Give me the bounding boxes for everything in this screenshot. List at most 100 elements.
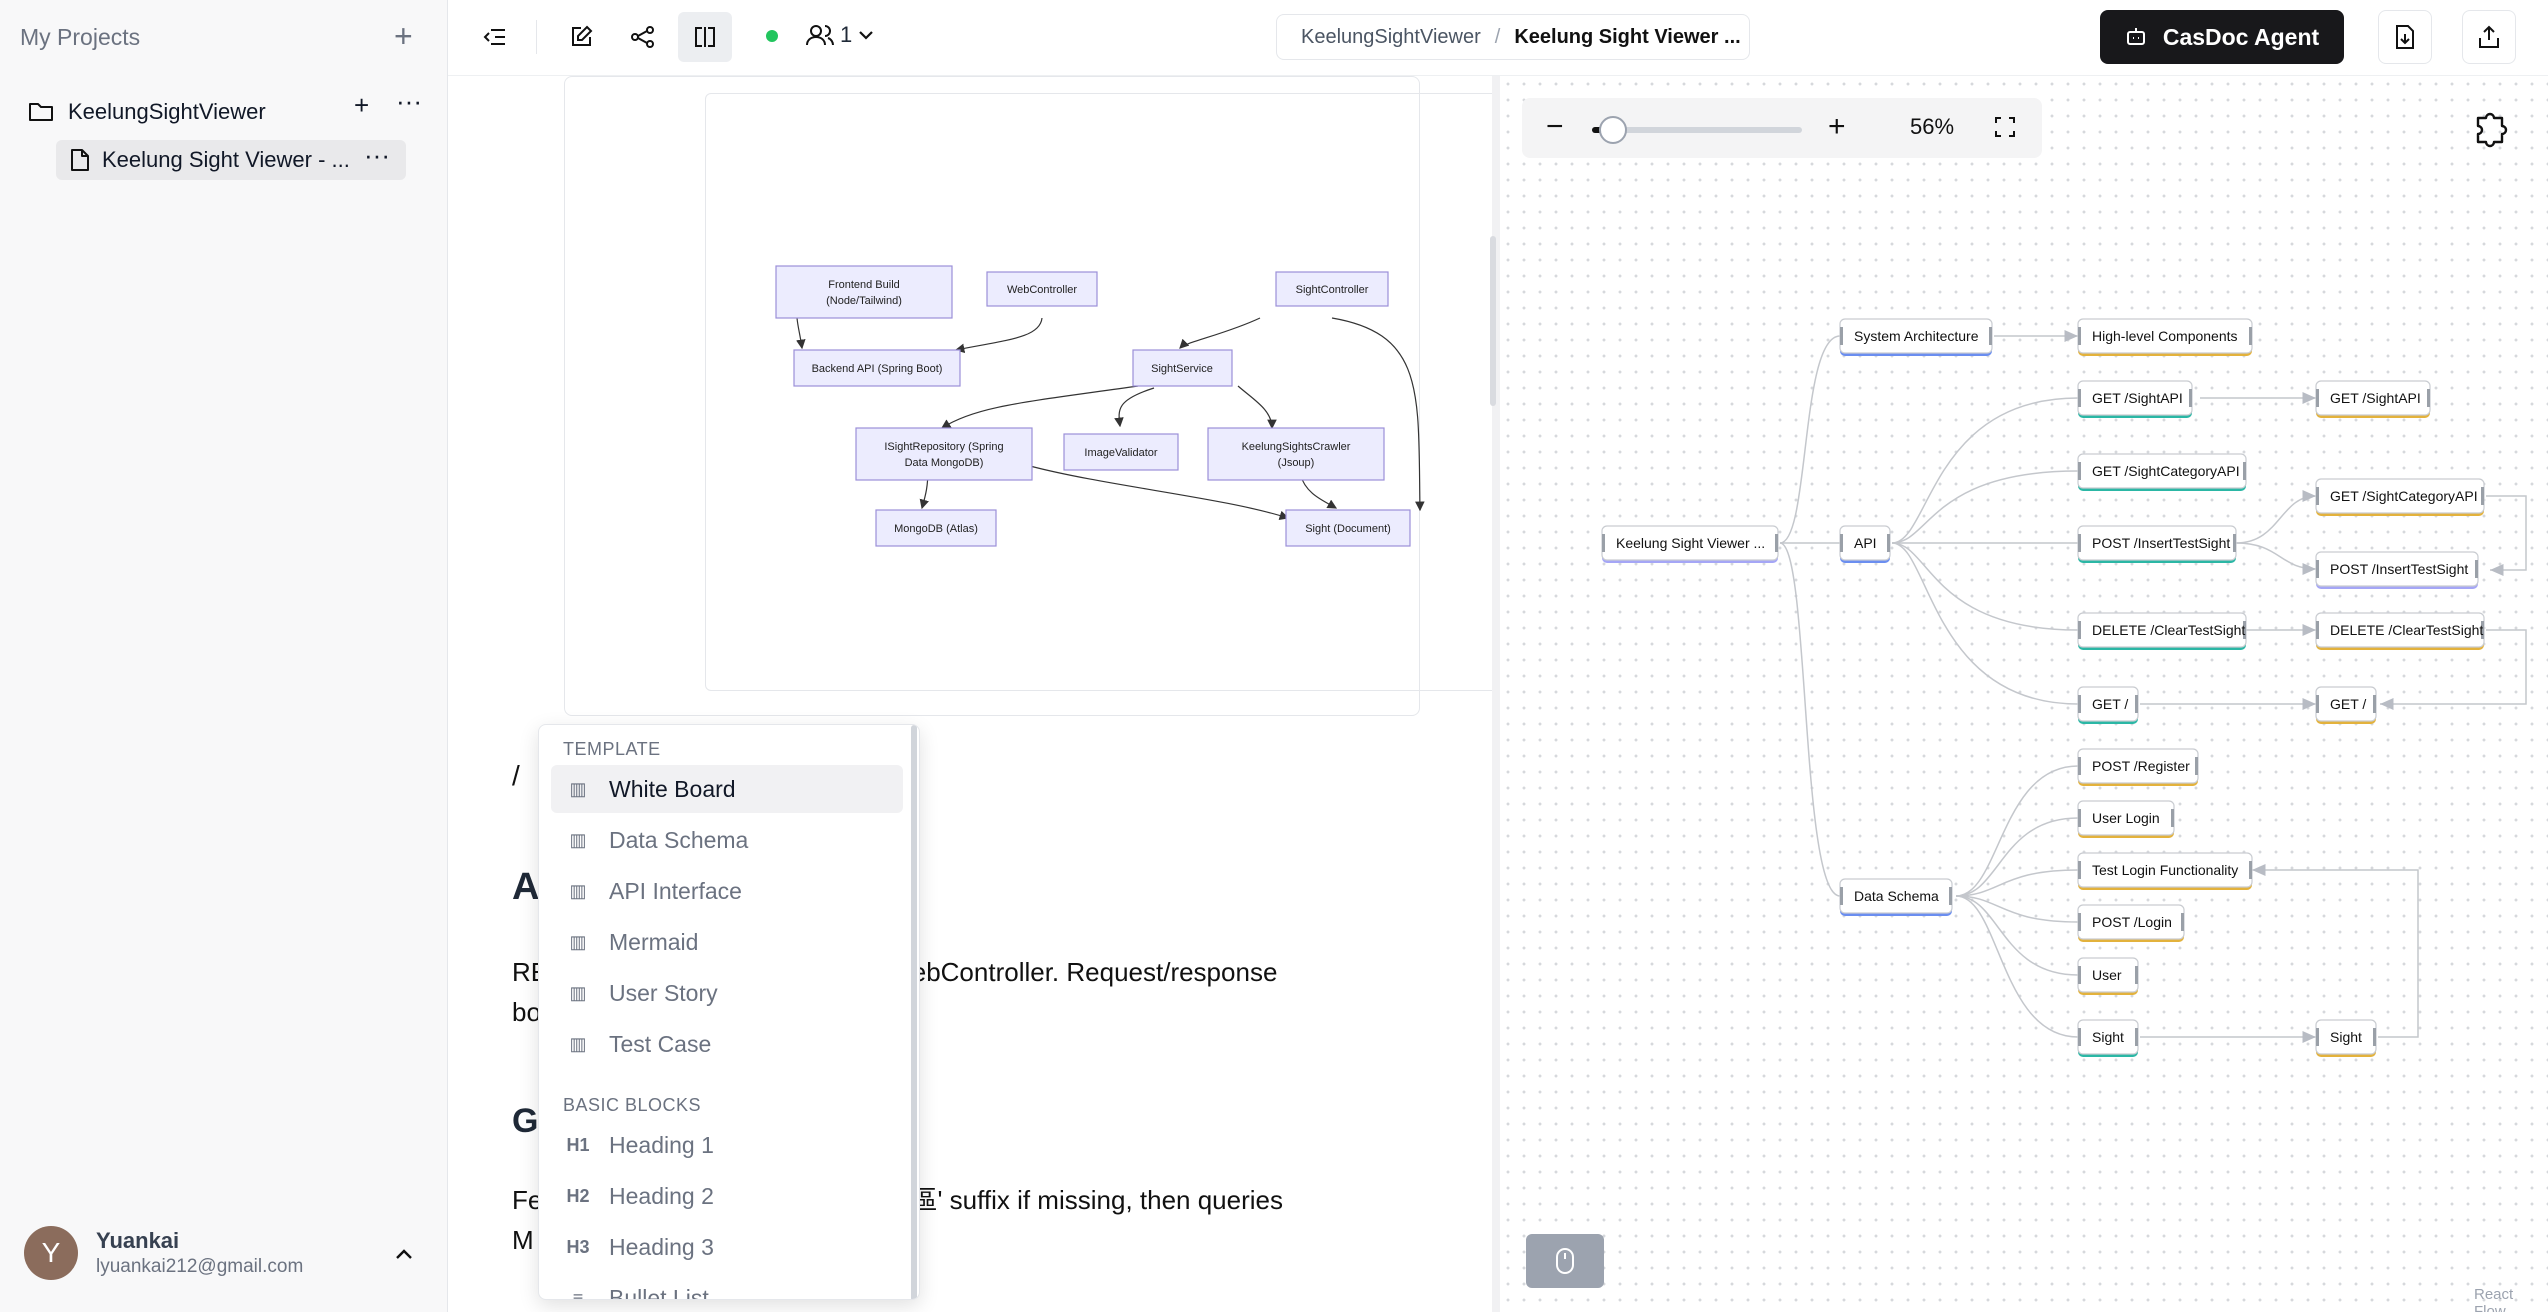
export-button[interactable]: [2378, 10, 2432, 64]
flow-node-handle-left[interactable]: [2078, 1028, 2081, 1046]
flow-node-handle-left[interactable]: [2316, 621, 2319, 639]
share-button[interactable]: [2462, 10, 2516, 64]
editor-scrollbar[interactable]: [1490, 236, 1496, 406]
flow-node-handle-right[interactable]: [2427, 389, 2430, 407]
flow-node-dataschema[interactable]: Data Schema: [1839, 878, 1953, 916]
flow-node-get-catapi[interactable]: GET /SightCategoryAPI: [2077, 453, 2247, 491]
chevron-up-icon[interactable]: [394, 1240, 414, 1268]
flow-canvas[interactable]: − + 56%: [1500, 76, 2548, 1312]
flow-node-get-sightapi[interactable]: GET /SightAPI: [2077, 380, 2193, 418]
menu-item-api-interface[interactable]: ▥API Interface: [551, 867, 903, 915]
flow-node-handle-right[interactable]: [2135, 1028, 2138, 1046]
collaborators-dropdown[interactable]: 1: [806, 22, 874, 48]
flow-node-handle-left[interactable]: [2316, 560, 2319, 578]
zoom-slider[interactable]: [1592, 116, 1802, 144]
flow-node-handle-left[interactable]: [2078, 621, 2081, 639]
breadcrumb-project[interactable]: KeelungSightViewer: [1301, 25, 1481, 48]
flow-node-handle-right[interactable]: [2195, 757, 2198, 775]
flow-node-handle-left[interactable]: [2078, 966, 2081, 984]
flow-node-handle-left[interactable]: [2078, 389, 2081, 407]
flow-node-handle-left[interactable]: [2078, 861, 2081, 879]
flow-node-handle-left[interactable]: [2316, 1028, 2319, 1046]
project-more-button[interactable]: ···: [396, 86, 422, 116]
add-document-button[interactable]: +: [354, 90, 370, 120]
menu-item-white-board[interactable]: ▥White Board: [551, 765, 903, 813]
flow-node-handle-right[interactable]: [2373, 1028, 2376, 1046]
flow-node-handle-left[interactable]: [2078, 327, 2081, 345]
flow-node-handle-left[interactable]: [2078, 695, 2081, 713]
menu-item-mermaid[interactable]: ▥Mermaid: [551, 918, 903, 966]
mouse-mode-button[interactable]: [1526, 1234, 1604, 1288]
flow-node-get-sightapi2[interactable]: GET /SightAPI: [2315, 380, 2431, 418]
section-heading-a[interactable]: A: [512, 866, 540, 908]
flow-node-post-insert[interactable]: POST /InsertTestSight: [2077, 525, 2237, 563]
flow-node-handle-right[interactable]: [2249, 327, 2252, 345]
flow-node-handle-right[interactable]: [1775, 534, 1778, 552]
user-profile[interactable]: Y Yuankai lyuankai212@gmail.com: [24, 1226, 303, 1280]
flow-node-handle-right[interactable]: [2373, 695, 2376, 713]
flow-node-get-root[interactable]: GET /: [2077, 686, 2139, 724]
flow-node-delete-clear[interactable]: DELETE /ClearTestSight: [2077, 612, 2247, 650]
flow-node-handle-right[interactable]: [2189, 389, 2192, 407]
flow-node-highlevel[interactable]: High-level Components: [2077, 318, 2253, 356]
flow-node-post-login[interactable]: POST /Login: [2077, 904, 2185, 942]
flow-node-delete-clear2[interactable]: DELETE /ClearTestSight: [2315, 612, 2485, 650]
collapse-sidebar-button[interactable]: [468, 12, 522, 62]
flow-node-handle-right[interactable]: [2181, 913, 2184, 931]
flow-node-handle-left[interactable]: [1840, 534, 1843, 552]
flow-node-handle-right[interactable]: [1887, 534, 1890, 552]
flow-node-handle-right[interactable]: [2475, 560, 2478, 578]
menu-item-bullet-list[interactable]: ≡Bullet List: [551, 1274, 903, 1300]
zoom-out-button[interactable]: −: [1546, 110, 1564, 143]
flow-node-handle-right[interactable]: [2171, 809, 2174, 827]
flow-node-handle-right[interactable]: [1949, 887, 1952, 905]
flow-node-handle-left[interactable]: [2078, 913, 2081, 931]
flow-node-handle-right[interactable]: [2249, 861, 2252, 879]
zoom-in-button[interactable]: +: [1828, 110, 1846, 143]
flow-node-handle-left[interactable]: [2078, 462, 2081, 480]
flow-node-handle-left[interactable]: [2316, 389, 2319, 407]
flow-node-sysarch[interactable]: System Architecture: [1839, 318, 1993, 356]
menu-item-data-schema[interactable]: ▥Data Schema: [551, 816, 903, 864]
flow-node-handle-right[interactable]: [2135, 695, 2138, 713]
document-more-button[interactable]: ···: [364, 140, 390, 170]
flow-node-handle-right[interactable]: [2481, 487, 2484, 505]
mermaid-block[interactable]: Frontend Build (Node/Tailwind) WebContro…: [564, 76, 1492, 716]
slash-command-text[interactable]: /: [512, 760, 520, 791]
flow-node-handle-left[interactable]: [2316, 487, 2319, 505]
flow-node-user-login[interactable]: User Login: [2077, 800, 2175, 838]
document-editor[interactable]: Frontend Build (Node/Tailwind) WebContro…: [448, 76, 1492, 1312]
zoom-slider-handle[interactable]: [1599, 116, 1627, 144]
flow-node-sight2[interactable]: Sight: [2315, 1019, 2377, 1057]
flow-node-handle-right[interactable]: [2481, 621, 2484, 639]
sidebar-item-document[interactable]: Keelung Sight Viewer - ... ···: [56, 140, 406, 180]
flow-node-api[interactable]: API: [1839, 525, 1891, 563]
flow-node-root[interactable]: Keelung Sight Viewer ...: [1601, 525, 1779, 563]
flow-node-handle-right[interactable]: [2243, 621, 2246, 639]
flow-node-handle-left[interactable]: [2078, 534, 2081, 552]
flow-node-handle-left[interactable]: [1840, 327, 1843, 345]
menu-item-user-story[interactable]: ▥User Story: [551, 969, 903, 1017]
breadcrumb-document[interactable]: Keelung Sight Viewer ...: [1514, 25, 1741, 48]
react-flow-attribution[interactable]: React Flow: [2474, 1286, 2514, 1312]
edit-mode-button[interactable]: [554, 12, 608, 62]
flow-node-handle-left[interactable]: [1602, 534, 1605, 552]
flow-node-handle-left[interactable]: [1840, 887, 1843, 905]
flow-node-handle-left[interactable]: [2078, 757, 2081, 775]
flow-node-sight[interactable]: Sight: [2077, 1019, 2139, 1057]
menu-item-test-case[interactable]: ▥Test Case: [551, 1020, 903, 1068]
flow-node-handle-right[interactable]: [1989, 327, 1992, 345]
puzzle-icon[interactable]: [2470, 106, 2514, 155]
flow-node-handle-right[interactable]: [2243, 462, 2246, 480]
sidebar-item-project[interactable]: KeelungSightViewer + ···: [28, 86, 428, 130]
flow-node-test-login[interactable]: Test Login Functionality: [2077, 852, 2253, 890]
casdoc-agent-button[interactable]: CasDoc Agent: [2100, 10, 2344, 64]
flow-node-get-root2[interactable]: GET /: [2315, 686, 2377, 724]
fit-view-button[interactable]: [1994, 112, 2016, 146]
flow-node-get-catapi2[interactable]: GET /SightCategoryAPI: [2315, 478, 2485, 516]
split-view-button[interactable]: [678, 12, 732, 62]
flow-node-handle-left[interactable]: [2316, 695, 2319, 713]
flow-node-handle-left[interactable]: [2078, 809, 2081, 827]
